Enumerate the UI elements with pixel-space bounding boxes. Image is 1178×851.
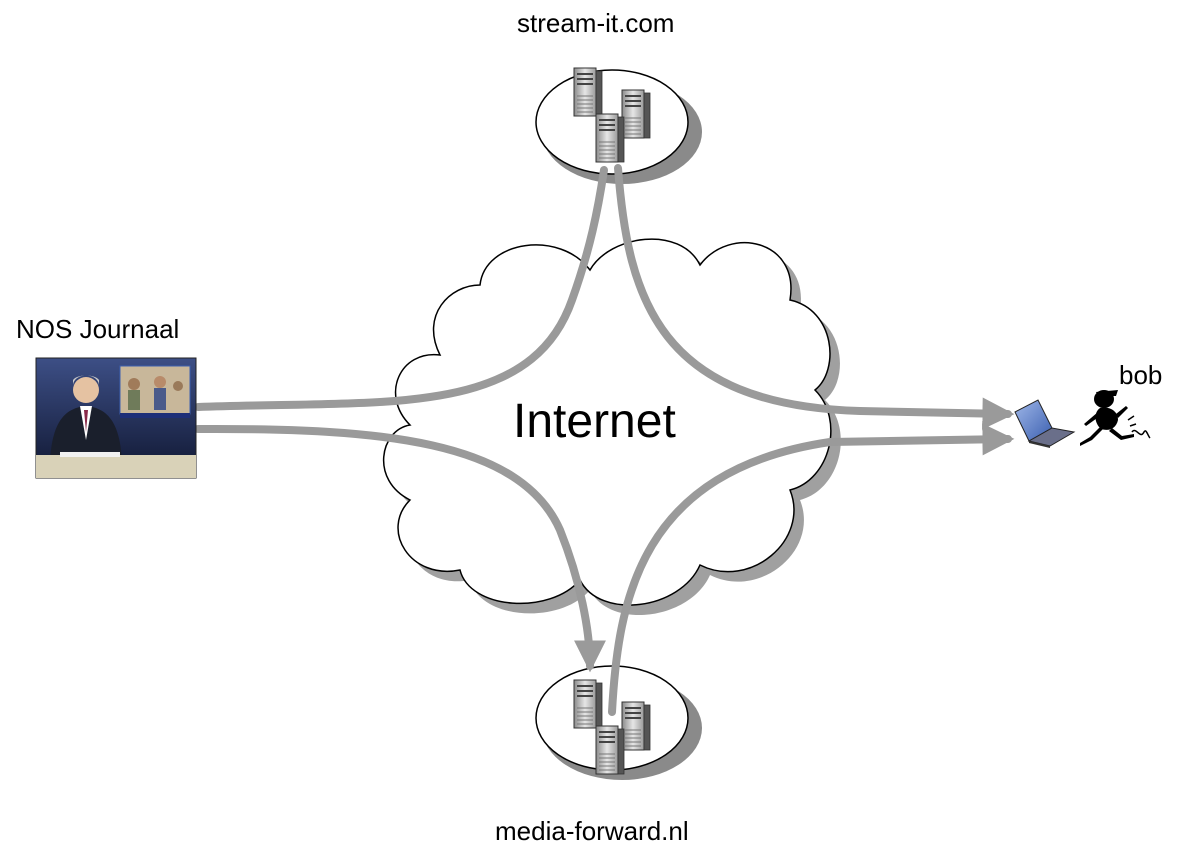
stream-it-label: stream-it.com bbox=[517, 8, 675, 38]
internet-label: Internet bbox=[513, 395, 676, 448]
edge-stream-it-to-bob bbox=[614, 164, 1015, 430]
media-forward-server-node bbox=[535, 665, 702, 780]
edge-nos-to-media-forward bbox=[194, 424, 606, 673]
nos-journaal-label: NOS Journaal bbox=[16, 314, 180, 344]
media-forward-label: media-forward.nl bbox=[495, 816, 689, 846]
stream-it-server-node bbox=[535, 67, 702, 184]
flow-arrows bbox=[194, 164, 1015, 716]
news-broadcast-screenshot-icon bbox=[35, 357, 197, 479]
bob-label: bob bbox=[1119, 360, 1163, 390]
internet-cloud-icon bbox=[383, 238, 832, 606]
edge-nos-to-stream-it bbox=[194, 166, 608, 411]
edge-media-forward-to-bob bbox=[608, 423, 1015, 716]
running-person-icon bbox=[1080, 390, 1151, 446]
laptop-icon bbox=[1014, 399, 1076, 448]
